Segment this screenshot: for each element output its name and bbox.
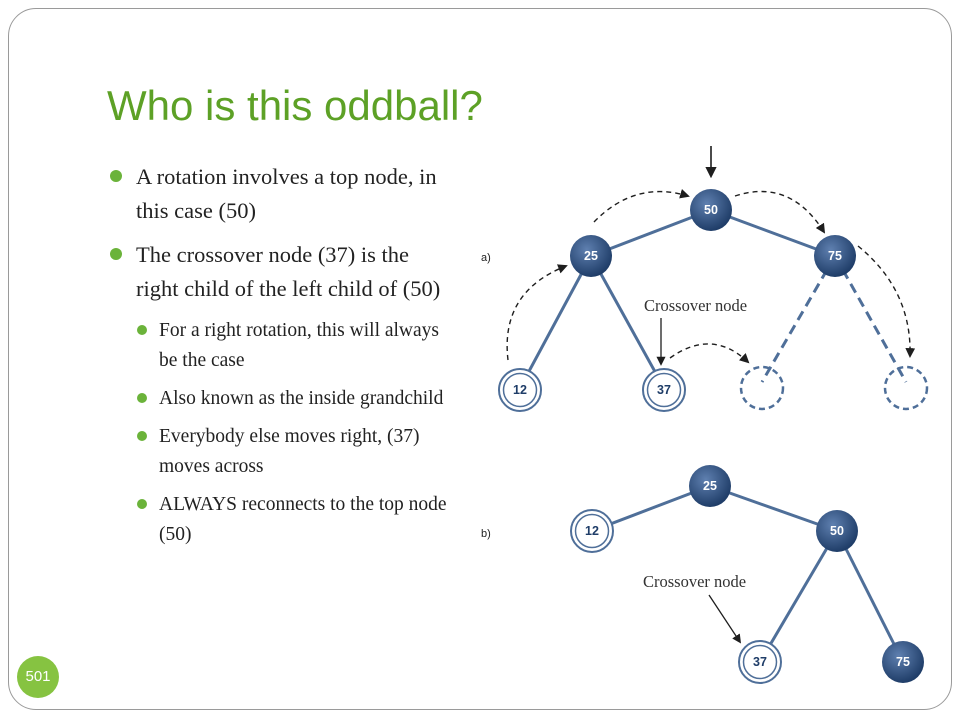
tree-edge <box>835 530 905 663</box>
node-label: 75 <box>828 249 842 263</box>
sub-bullet-item: Everybody else moves right, (37) moves a… <box>136 422 453 482</box>
node-label: 50 <box>704 203 718 217</box>
sub-bullet-text: ALWAYS reconnects to the top node (50) <box>159 494 447 545</box>
crossover-pointer <box>708 594 742 644</box>
bullet-icon <box>137 499 147 509</box>
leaf-node: 12 <box>570 509 614 553</box>
crossover-node: 37 <box>642 368 686 412</box>
tree-node: 25 <box>689 465 731 507</box>
move-arrow <box>669 343 750 364</box>
empty-node <box>883 365 929 411</box>
page-number-badge: 501 <box>17 656 59 698</box>
tree-node: 50 <box>690 189 732 231</box>
move-arrow <box>857 245 916 358</box>
sub-bullet-text: Everybody else moves right, (37) moves a… <box>159 426 420 477</box>
future-edge <box>833 255 908 383</box>
move-arrow <box>734 190 826 234</box>
slide-frame <box>8 8 952 710</box>
section-b-label: b) <box>481 528 491 540</box>
bullet-item: The crossover node (37) is the right chi… <box>108 238 453 306</box>
node-label: 50 <box>830 524 844 538</box>
crossover-node: 37 <box>738 640 782 684</box>
bullet-icon <box>110 248 122 260</box>
tree-edge <box>518 255 593 389</box>
node-label: 12 <box>513 383 527 397</box>
tree-node: 75 <box>814 235 856 277</box>
move-arrow <box>593 189 690 223</box>
empty-node <box>739 365 785 411</box>
bullet-text: The crossover node (37) is the right chi… <box>136 242 441 301</box>
section-a-label: a) <box>481 252 491 264</box>
bullet-icon <box>137 393 147 403</box>
tree-edge <box>709 484 838 533</box>
tree-edge <box>590 208 712 258</box>
node-label: 37 <box>753 655 767 669</box>
bullet-icon <box>137 325 147 335</box>
sub-bullet-item: ALWAYS reconnects to the top node (50) <box>136 490 453 550</box>
slide-title: Who is this oddball? <box>107 82 483 129</box>
sub-bullet-text: Also known as the inside grandchild <box>159 388 444 409</box>
move-arrow <box>506 264 568 361</box>
node-label: 12 <box>585 524 599 538</box>
node-label: 25 <box>703 479 717 493</box>
sub-bullet-item: Also known as the inside grandchild <box>136 384 453 414</box>
bullet-icon <box>110 170 122 182</box>
bullet-text: A rotation involves a top node, in this … <box>136 164 437 223</box>
node-label: 37 <box>657 383 671 397</box>
bullet-icon <box>137 431 147 441</box>
tree-node: 50 <box>816 510 858 552</box>
sub-bullet-text: For a right rotation, this will always b… <box>159 320 440 371</box>
crossover-label: Crossover node <box>644 296 747 315</box>
future-edge <box>760 255 837 383</box>
crossover-label: Crossover node <box>643 572 746 591</box>
node-label: 75 <box>896 655 910 669</box>
tree-node: 75 <box>882 641 924 683</box>
rotation-diagram: a) Crossover node 50 25 75 12 37 b) <box>481 146 929 684</box>
node-label: 25 <box>584 249 598 263</box>
tree-edge <box>589 255 666 389</box>
bullet-item: A rotation involves a top node, in this … <box>108 160 453 228</box>
leaf-node: 12 <box>498 368 542 412</box>
tree-node: 25 <box>570 235 612 277</box>
tree-edge <box>758 530 839 663</box>
tree-edge <box>710 208 836 258</box>
sub-bullet-item: For a right rotation, this will always b… <box>136 316 453 376</box>
bullet-list: A rotation involves a top node, in this … <box>108 160 453 558</box>
